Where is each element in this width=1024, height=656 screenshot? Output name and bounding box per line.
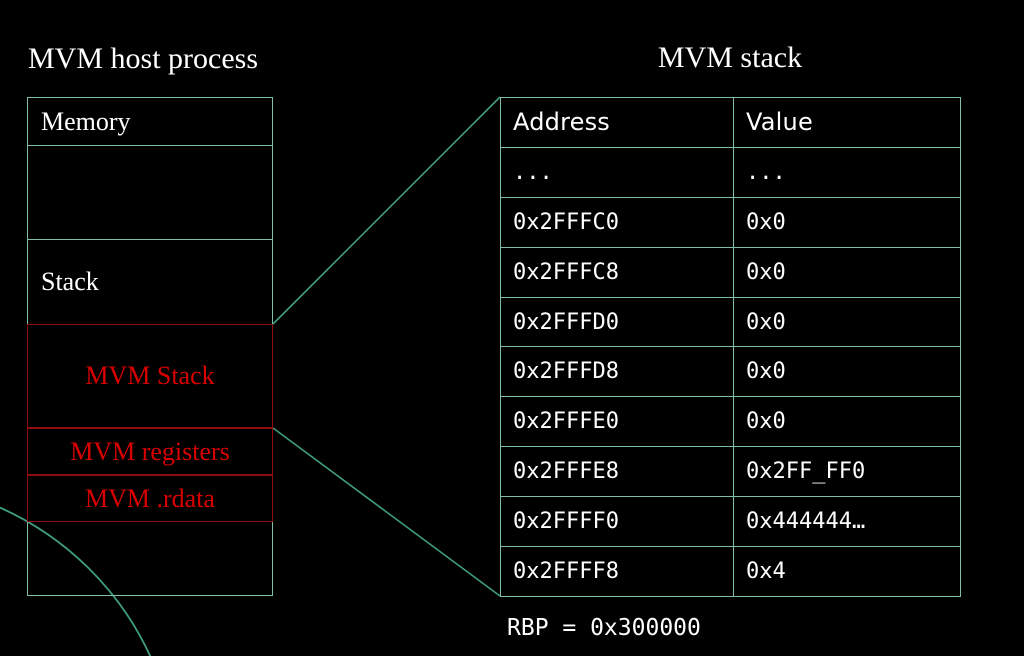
host-process-title: MVM host process <box>28 42 258 75</box>
stack-segment-row: Stack <box>28 240 272 324</box>
cell-value: 0x4 <box>733 546 961 597</box>
cell-value: 0x0 <box>733 246 961 298</box>
mvm-stack-title: MVM stack <box>657 41 803 74</box>
mvm-rdata-segment-row[interactable]: MVM .rdata <box>27 475 273 522</box>
mvm-stack-segment-label: MVM Stack <box>85 361 215 390</box>
table-row: ...... <box>500 146 961 198</box>
host-memory-map: Memory Stack MVM Stack MVM registers MVM… <box>27 97 273 596</box>
cell-address: ... <box>500 146 734 198</box>
connector-line-top <box>272 96 501 325</box>
mvm-rdata-segment-label: MVM .rdata <box>85 483 215 513</box>
lower-memory-region <box>28 522 272 595</box>
cell-value: 0x0 <box>733 296 961 348</box>
memory-body-region <box>28 146 272 240</box>
cell-value: ... <box>733 146 961 198</box>
column-header-value: Value <box>733 97 961 148</box>
cell-address: 0x2FFFC0 <box>500 196 734 248</box>
cell-address: 0x2FFFE0 <box>500 396 734 448</box>
memory-segment-label: Memory <box>41 106 131 136</box>
memory-segment-row: Memory <box>28 98 272 146</box>
cell-address: 0x2FFFD0 <box>500 296 734 348</box>
mvm-registers-segment-label: MVM registers <box>70 436 230 466</box>
cell-value: 0x444444… <box>733 496 961 548</box>
cell-address: 0x2FFFF0 <box>500 496 734 548</box>
mvm-registers-segment-row[interactable]: MVM registers <box>27 428 273 475</box>
cell-address: 0x2FFFD8 <box>500 346 734 398</box>
stack-segment-label: Stack <box>41 267 99 296</box>
mvm-stack-segment-row[interactable]: MVM Stack <box>27 324 273 428</box>
connector-line-bottom <box>272 427 501 597</box>
cell-address: 0x2FFFE8 <box>500 446 734 498</box>
column-header-address: Address <box>500 97 734 148</box>
cell-value: 0x0 <box>733 196 961 248</box>
cell-value: 0x2FF_FF0 <box>733 446 961 498</box>
cell-address: 0x2FFFF8 <box>500 546 734 597</box>
cell-value: 0x0 <box>733 396 961 448</box>
cell-address: 0x2FFFC8 <box>500 246 734 298</box>
cell-value: 0x0 <box>733 346 961 398</box>
rbp-register-value: RBP = 0x300000 <box>507 615 701 641</box>
